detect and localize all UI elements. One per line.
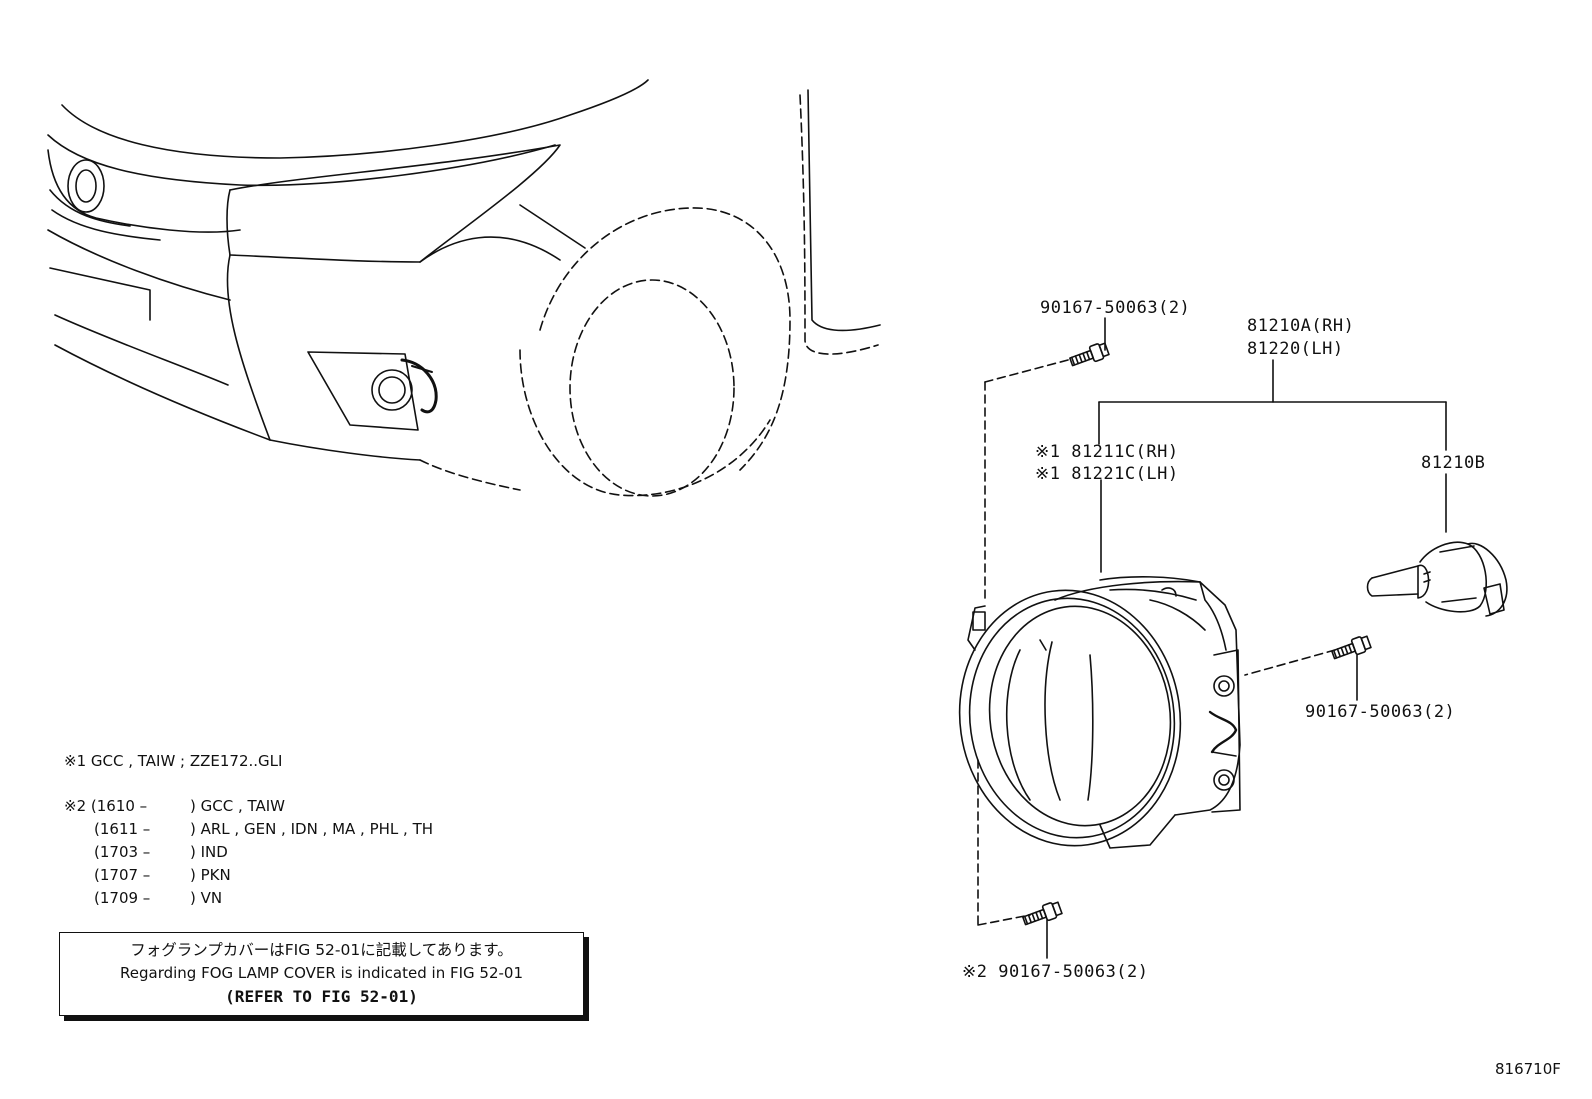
note-2-line-2-prefix: (1611 – (94, 820, 151, 838)
note-2-line-2-suffix: ) ARL , GEN , IDN , MA , PHL , TH (190, 820, 434, 838)
note-2-line-3-suffix: ) IND (190, 843, 228, 861)
figure-code: 816710F (1495, 1060, 1561, 1078)
bolt-top-icon (1069, 342, 1110, 367)
fog-lamp-unit-icon (958, 576, 1241, 849)
note-2-line-4-prefix: (1707 – (94, 866, 151, 884)
note-2-line-1-prefix: ※2 (1610 – (64, 797, 148, 815)
cover-note-english: Regarding FOG LAMP COVER is indicated in… (120, 963, 523, 982)
bulb-icon (1366, 541, 1508, 617)
note-1: ※1 GCC , TAIW ; ZZE172..GLI (64, 752, 283, 770)
note-2-line-5-prefix: (1709 – (94, 889, 151, 907)
bolt-bottom-label: ※2 90167-50063(2) (962, 962, 1149, 982)
note-2-line-5-suffix: ) VN (190, 889, 223, 907)
assembly-rh-label: 81210A(RH) (1247, 316, 1355, 336)
fog-lamp-cover-reference-box: フォグランプカバーはFIG 52-01に記載してあります。 Regarding … (59, 932, 584, 1016)
bolt-right-icon (1331, 635, 1372, 660)
note-2-line-1-suffix: ) GCC , TAIW (190, 797, 286, 815)
note-2-line-3-prefix: (1703 – (94, 843, 151, 861)
leader-lines (977, 317, 1447, 959)
bolt-bottom-icon (1022, 901, 1063, 926)
bolt-right-label: 90167-50063(2) (1305, 702, 1456, 722)
bulb-label: 81210B (1421, 453, 1486, 473)
unit-lh-label: ※1 81221C(LH) (1035, 464, 1179, 484)
vehicle-front-illustration (47, 79, 881, 497)
assembly-lh-label: 81220(LH) (1247, 339, 1344, 359)
bolt-top-label: 90167-50063(2) (1040, 298, 1191, 318)
note-2-line-4-suffix: ) PKN (190, 866, 231, 884)
unit-rh-label: ※1 81211C(RH) (1035, 442, 1179, 462)
cover-note-reference: (REFER TO FIG 52-01) (225, 986, 418, 1006)
cover-note-japanese: フォグランプカバーはFIG 52-01に記載してあります。 (130, 941, 513, 959)
